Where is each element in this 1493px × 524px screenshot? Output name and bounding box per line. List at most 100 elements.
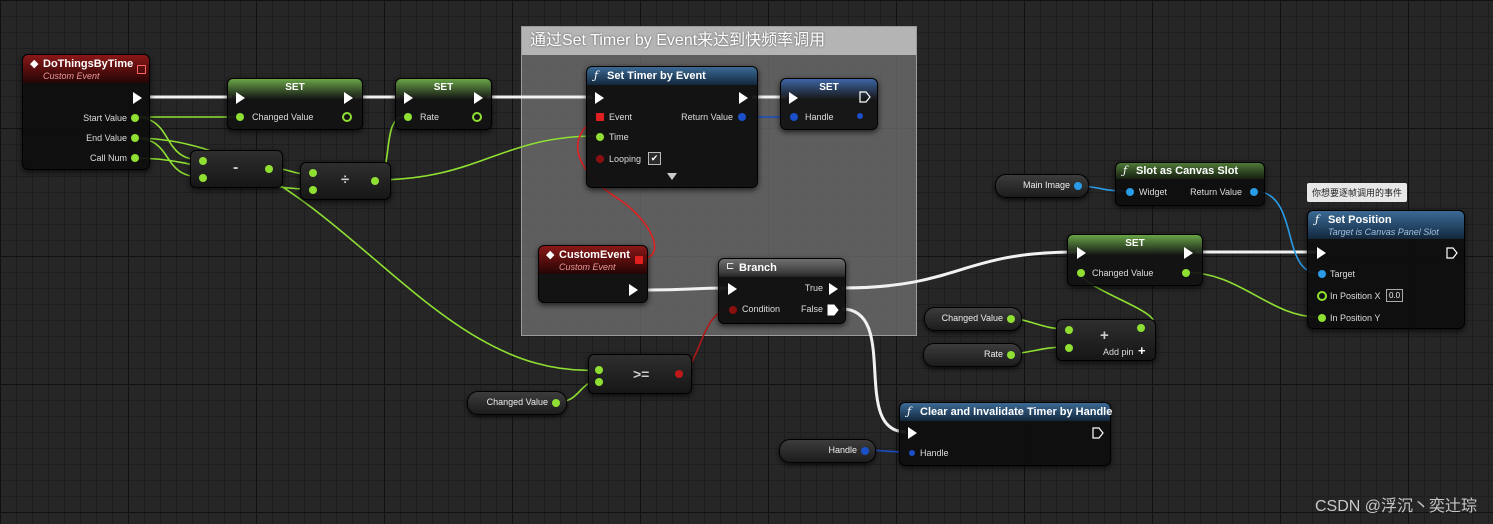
float-out-pin[interactable] xyxy=(371,177,379,185)
float-pin[interactable] xyxy=(1318,314,1326,322)
pin-label-return-value: Return Value xyxy=(681,112,733,122)
handle-out-pin[interactable] xyxy=(861,447,869,455)
node-add[interactable]: + Add pin + xyxy=(1056,319,1156,361)
looping-checkbox[interactable]: ✔ xyxy=(648,152,661,165)
float-pin[interactable] xyxy=(1065,344,1073,352)
exec-in-pin[interactable] xyxy=(595,92,604,104)
exec-out-pin[interactable] xyxy=(344,92,353,104)
exec-out-true-pin[interactable] xyxy=(829,283,838,295)
exec-out-pin[interactable] xyxy=(474,92,483,104)
node-set-position[interactable]: ƒ Set Position Target is Canvas Panel Sl… xyxy=(1307,210,1465,329)
float-pin[interactable] xyxy=(595,378,603,386)
handle-out-pin[interactable] xyxy=(857,113,863,119)
delegate-pin-icon[interactable] xyxy=(137,65,146,74)
node-title: SET xyxy=(1125,238,1145,249)
object-pin[interactable] xyxy=(1126,188,1134,196)
pin-label-looping: Looping xyxy=(609,154,642,164)
pin-label: Rate xyxy=(420,112,440,122)
exec-out-pin[interactable] xyxy=(739,92,748,104)
node-branch[interactable]: ⊏ Branch True Condition False xyxy=(718,258,846,324)
getter-handle[interactable]: Handle xyxy=(779,439,876,463)
float-pin[interactable] xyxy=(596,133,604,141)
float-out-pin[interactable] xyxy=(1137,324,1145,332)
float-out-pin[interactable] xyxy=(342,112,352,122)
pin-label-in-position-x: In Position X xyxy=(1330,291,1381,301)
node-divide[interactable]: ÷ xyxy=(300,162,391,200)
object-out-pin[interactable] xyxy=(1250,188,1258,196)
node-title: Slot as Canvas Slot xyxy=(1136,165,1239,177)
node-slot-as-canvas-slot[interactable]: ƒ Slot as Canvas Slot Widget Return Valu… xyxy=(1115,162,1265,206)
node-set-handle[interactable]: SET Handle xyxy=(780,78,878,130)
exec-in-pin[interactable] xyxy=(908,427,917,439)
exec-in-pin[interactable] xyxy=(1317,247,1326,259)
exec-out-pin[interactable] xyxy=(1184,247,1193,259)
float-pin[interactable] xyxy=(199,174,207,182)
pin-label: Changed Value xyxy=(1092,268,1154,278)
handle-pin[interactable] xyxy=(790,113,798,121)
pin-label-time: Time xyxy=(609,132,629,142)
node-set-changed-value-2[interactable]: SET Changed Value xyxy=(1067,234,1203,286)
getter-label: Changed Value xyxy=(941,313,1003,323)
node-set-changed-value[interactable]: SET Changed Value xyxy=(227,78,363,130)
node-greater-equal[interactable]: >= xyxy=(588,354,692,394)
exec-in-pin[interactable] xyxy=(1077,247,1086,259)
exec-in-pin[interactable] xyxy=(728,283,737,295)
node-clear-invalidate-timer[interactable]: ƒ Clear and Invalidate Timer by Handle H… xyxy=(899,402,1113,466)
node-title: CustomEvent xyxy=(559,249,630,261)
exec-in-pin[interactable] xyxy=(404,92,413,104)
exec-in-pin[interactable] xyxy=(236,92,245,104)
float-pin[interactable] xyxy=(404,113,412,121)
expand-arrow-icon[interactable] xyxy=(667,173,677,180)
float-pin[interactable] xyxy=(131,134,139,142)
float-pin[interactable] xyxy=(199,157,207,165)
getter-changed-value[interactable]: Changed Value xyxy=(467,391,567,415)
float-pin-empty[interactable] xyxy=(1317,291,1327,301)
add-pin-plus-icon[interactable]: + xyxy=(1138,343,1146,358)
getter-changed-value-2[interactable]: Changed Value xyxy=(924,307,1022,331)
node-subtract[interactable]: - xyxy=(190,150,283,188)
exec-in-pin[interactable] xyxy=(789,92,798,104)
float-out-pin[interactable] xyxy=(1182,269,1190,277)
node-title: Set Timer by Event xyxy=(607,70,706,82)
exec-out-pin[interactable] xyxy=(133,92,142,104)
node-set-timer-by-event[interactable]: ƒ Set Timer by Event Event Return Value … xyxy=(586,66,758,188)
float-pin[interactable] xyxy=(131,154,139,162)
object-pin[interactable] xyxy=(1318,270,1326,278)
float-out-pin[interactable] xyxy=(1007,351,1015,359)
pin-label-target: Target xyxy=(1330,269,1356,279)
handle-out-pin[interactable] xyxy=(738,113,746,121)
event-delegate-pin[interactable] xyxy=(596,113,604,121)
delegate-out-pin[interactable] xyxy=(635,256,643,264)
node-custom-event[interactable]: ◆ CustomEvent Custom Event xyxy=(538,245,648,303)
node-title: Branch xyxy=(739,262,777,274)
exec-out-pin-empty[interactable] xyxy=(1092,427,1104,439)
float-pin[interactable] xyxy=(1065,326,1073,334)
exec-out-pin-empty[interactable] xyxy=(1446,247,1458,259)
float-pin[interactable] xyxy=(236,113,244,121)
exec-out-pin[interactable] xyxy=(629,284,638,296)
exec-out-pin-empty[interactable] xyxy=(859,91,871,103)
handle-pin[interactable] xyxy=(909,450,915,456)
float-out-pin[interactable] xyxy=(1007,315,1015,323)
float-pin[interactable] xyxy=(131,114,139,122)
float-pin[interactable] xyxy=(595,366,603,374)
float-pin[interactable] xyxy=(1077,269,1085,277)
exec-out-false-pin[interactable] xyxy=(827,304,839,316)
float-out-pin[interactable] xyxy=(552,399,560,407)
bool-pin[interactable] xyxy=(729,306,737,314)
bool-out-pin[interactable] xyxy=(675,370,683,378)
getter-main-image[interactable]: Main Image xyxy=(995,174,1089,198)
bool-pin[interactable] xyxy=(596,155,604,163)
float-out-pin[interactable] xyxy=(265,165,273,173)
getter-rate[interactable]: Rate xyxy=(923,343,1022,367)
node-do-things-by-time[interactable]: ◆ DoThingsByTime Custom Event Start Valu… xyxy=(22,54,150,170)
node-set-rate[interactable]: SET Rate xyxy=(395,78,492,130)
pin-label-end-value: End Value xyxy=(86,133,127,143)
float-pin[interactable] xyxy=(309,169,317,177)
in-position-x-input[interactable]: 0.0 xyxy=(1386,289,1404,302)
float-out-pin[interactable] xyxy=(472,112,482,122)
function-icon: ƒ xyxy=(907,405,912,418)
float-pin[interactable] xyxy=(309,186,317,194)
node-title: Clear and Invalidate Timer by Handle xyxy=(920,406,1113,418)
object-out-pin[interactable] xyxy=(1074,182,1082,190)
